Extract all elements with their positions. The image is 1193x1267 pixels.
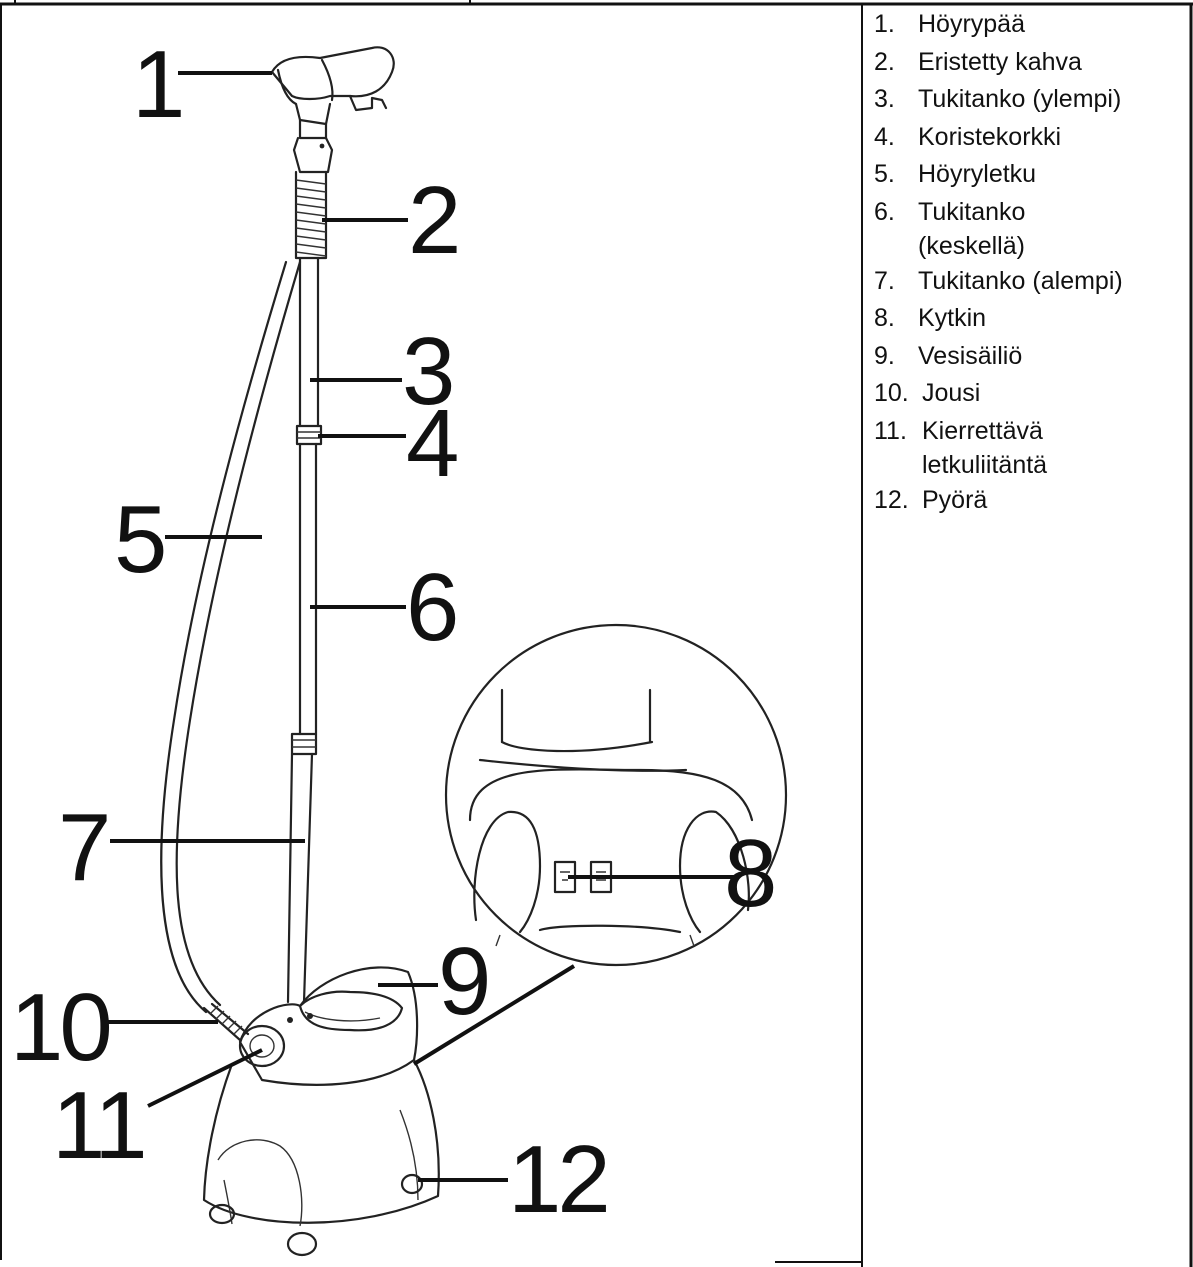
legend-item: 9. Vesisäiliö — [874, 338, 1174, 376]
callout-4: 4 — [406, 390, 457, 497]
zoom-connector-line — [412, 964, 576, 1066]
legend-item: 2. Eristetty kahva — [874, 44, 1174, 82]
callout-9: 9 — [438, 928, 487, 1035]
legend-number: 12. — [874, 485, 909, 514]
legend-label: Koristekorkki — [918, 122, 1062, 151]
legend-item: 7. Tukitanko (alempi) — [874, 263, 1174, 301]
callout-12: 12 — [508, 1126, 607, 1233]
callout-lines — [108, 71, 734, 1182]
legend-label: Höyrypää — [918, 10, 1025, 38]
callout-numbers: 1 2 3 4 5 6 7 8 9 10 11 12 — [10, 31, 778, 1233]
legend-label: Kytkin — [918, 304, 987, 332]
switch-detail-zoom — [444, 623, 788, 967]
legend-item: 4. Koristekorkki — [874, 119, 1174, 157]
legend-number: 5. — [874, 160, 895, 188]
callout-8: 8 — [724, 820, 774, 927]
legend-item: 5. Höyryletku — [874, 156, 1174, 194]
legend-item: 12. Pyörä — [874, 482, 1174, 520]
callout-line-11 — [147, 1048, 263, 1108]
callout-6: 6 — [406, 554, 456, 661]
legend-label: Tukitanko (keskellä) — [918, 197, 1026, 260]
legend-label: Tukitanko (ylempi) — [918, 85, 1122, 113]
spring-swivel-drawing — [202, 1002, 286, 1068]
legend-label: Kierrettävä letkuliitäntä — [922, 416, 1048, 479]
callout-11: 11 — [52, 1072, 144, 1179]
callout-5: 5 — [114, 486, 164, 593]
legend-number: 6. — [874, 197, 895, 226]
legend-item: 6. Tukitanko (keskellä) — [874, 194, 1174, 263]
support-pole-drawing — [286, 256, 323, 1004]
legend-number: 9. — [874, 341, 895, 370]
legend-number: 2. — [874, 47, 895, 76]
legend-number: 8. — [874, 304, 895, 332]
legend-label: Höyryletku — [918, 160, 1037, 188]
steam-head-drawing — [270, 46, 395, 174]
legend-number: 1. — [874, 10, 895, 38]
water-tank-drawing — [202, 966, 440, 1257]
legend-label: Eristetty kahva — [918, 47, 1082, 76]
callout-2: 2 — [408, 167, 457, 274]
legend-item: 11. Kierrettävä letkuliitäntä — [874, 413, 1174, 482]
legend-number: 3. — [874, 85, 895, 113]
insulated-handle-drawing — [294, 170, 328, 260]
parts-legend: 1. Höyrypää 2. Eristetty kahva 3. Tukitanko… — [874, 6, 1174, 519]
steamer-illustration — [160, 46, 788, 1257]
legend-item: 8. Kytkin — [874, 300, 1174, 338]
callout-3: 3 — [402, 318, 452, 425]
callout-7: 7 — [58, 794, 107, 901]
legend-label: Jousi — [922, 379, 981, 407]
legend-label: Pyörä — [922, 485, 988, 514]
legend-item: 10. Jousi — [874, 375, 1174, 413]
legend-number: 7. — [874, 266, 895, 295]
legend-number: 11. — [874, 416, 907, 445]
callout-1: 1 — [132, 31, 181, 138]
legend-item: 3. Tukitanko (ylempi) — [874, 81, 1174, 119]
steam-hose-drawing — [160, 260, 302, 1014]
legend-label: Vesisäiliö — [918, 341, 1023, 370]
callout-10: 10 — [10, 974, 109, 1081]
legend-number: 10. — [874, 379, 909, 407]
legend-item: 1. Höyrypää — [874, 6, 1174, 44]
legend-number: 4. — [874, 122, 895, 151]
legend-label: Tukitanko (alempi) — [918, 266, 1123, 295]
